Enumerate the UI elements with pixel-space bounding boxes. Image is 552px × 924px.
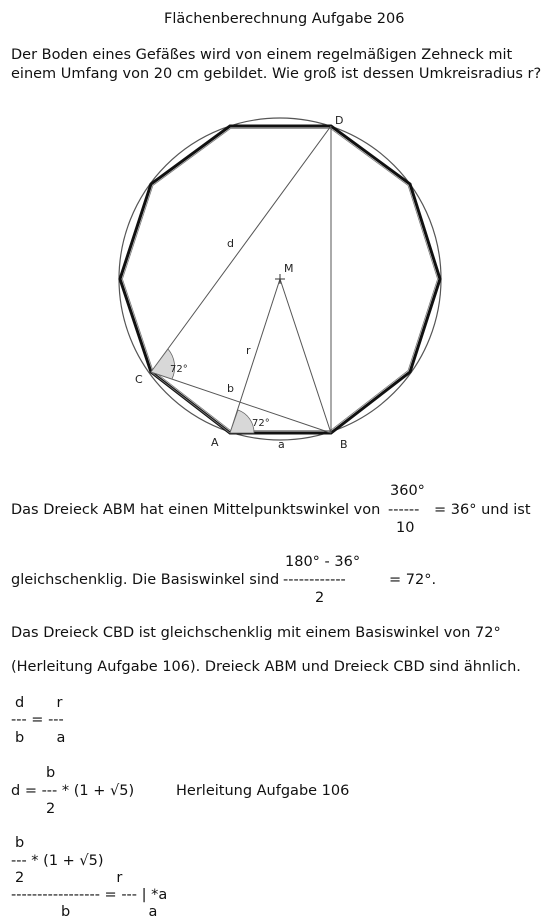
label-angle-c: 72° xyxy=(170,364,188,375)
task-line-2: einem Umfang von 20 cm gebildet. Wie gro… xyxy=(11,66,542,82)
diagonal-d xyxy=(150,125,332,373)
para1-numerator: 360° xyxy=(390,483,425,499)
para2-result: = 72°. xyxy=(389,572,437,588)
label-d: d xyxy=(227,237,234,250)
para1-denominator: 10 xyxy=(396,520,415,536)
label-B: B xyxy=(340,438,348,451)
label-M: M xyxy=(284,262,294,275)
chord-cb-faint xyxy=(150,371,231,434)
para1-result: = 36° und ist xyxy=(434,502,531,518)
decagon-figure: D M C A B d r b a 72° 72° xyxy=(118,114,442,451)
task-line-1: Der Boden eines Gefäßes wird von einem r… xyxy=(11,47,513,63)
label-angle-a: 72° xyxy=(252,418,270,429)
para2-numerator: 180° - 36° xyxy=(285,554,361,570)
para2-text: gleichschenklig. Die Basiswinkel sind xyxy=(11,572,280,588)
eq3-line1: b xyxy=(15,835,25,851)
radius-ma xyxy=(229,278,281,434)
label-b: b xyxy=(227,382,234,395)
label-r: r xyxy=(246,344,251,357)
angle-arc-a xyxy=(229,409,255,434)
eq3-line3: 2 r xyxy=(15,870,123,886)
eq3-line2: --- * (1 + √5) xyxy=(11,853,104,869)
eq3-line5: b a xyxy=(61,904,158,920)
eq2-mid: d = --- * (1 + √5) xyxy=(11,783,135,799)
para2-fraction-bar: ------------ xyxy=(283,572,346,588)
para4: (Herleitung Aufgabe 106). Dreieck ABM un… xyxy=(11,659,521,675)
eq2-top: b xyxy=(46,765,56,781)
label-a: a xyxy=(278,438,285,451)
para2-denominator: 2 xyxy=(315,590,325,606)
para1-fraction-bar: ------ xyxy=(388,502,420,518)
eq3-line4: ----------------- = --- | *a xyxy=(11,887,168,903)
radius-mb xyxy=(279,278,332,434)
page-title: Flächenberechnung Aufgabe 206 xyxy=(164,11,405,27)
eq1-bot: b a xyxy=(15,730,66,746)
eq2-note: Herleitung Aufgabe 106 xyxy=(176,783,350,799)
diagonal-b xyxy=(150,371,332,434)
para1-text: Das Dreieck ABM hat einen Mittelpunktswi… xyxy=(11,502,381,518)
label-C: C xyxy=(135,373,143,386)
para3: Das Dreieck CBD ist gleichschenklig mit … xyxy=(11,625,501,641)
label-A: A xyxy=(211,436,219,449)
label-D: D xyxy=(335,114,343,127)
angle-arc-c xyxy=(150,348,176,380)
eq2-bot: 2 xyxy=(46,801,56,817)
eq1-mid: --- = --- xyxy=(11,712,64,728)
eq1-top: d r xyxy=(15,695,63,711)
